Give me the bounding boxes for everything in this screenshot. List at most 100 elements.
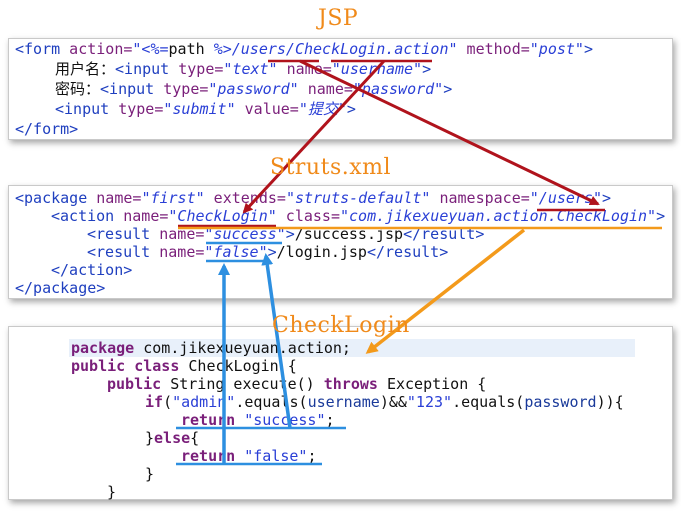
input-tag: <input — [55, 100, 110, 118]
exception-type: Exception { — [377, 375, 487, 393]
extends-value: "struts-default" — [285, 189, 431, 207]
paren: ( — [163, 393, 173, 411]
class-keyword: class — [125, 357, 180, 375]
struts-line-result-false: <result name="false">/login.jsp</result> — [87, 242, 448, 262]
tag-end: > — [583, 40, 593, 58]
public-keyword: public — [107, 375, 162, 393]
tag-end: > — [285, 225, 295, 243]
class-arrow — [365, 228, 526, 354]
result-path: /login.jsp — [276, 243, 367, 261]
action-tag: <action — [51, 207, 115, 225]
class-name: CheckLogin { — [179, 357, 297, 375]
password-label: 密码： — [55, 80, 101, 98]
type-attr: type= — [169, 60, 224, 78]
admin-string: "admin" — [172, 393, 236, 411]
jsp-line-form-close: </form> — [15, 120, 79, 138]
type-value: "submit" — [163, 100, 236, 118]
semicolon: ; — [325, 411, 335, 429]
result-tag: <result — [87, 225, 151, 243]
java-line-brace-end: } — [107, 483, 117, 501]
name-value: "first" — [141, 189, 205, 207]
java-line-package: package com.jikexueyuan.action; — [71, 338, 351, 358]
brace: } — [145, 429, 155, 447]
return-keyword: return — [181, 411, 236, 429]
name-attr: name= — [150, 243, 205, 261]
package-name: com.jikexueyuan.action; — [134, 339, 351, 357]
method-value: "post" — [529, 40, 584, 58]
type-value: "text" — [223, 60, 278, 78]
result-tag: <result — [87, 243, 151, 261]
namespace-arrow — [299, 59, 600, 206]
username-label: 用户名： — [55, 60, 116, 78]
line-highlight — [69, 339, 635, 357]
result-close-tag: </result> — [366, 243, 449, 261]
value-attr: value= — [235, 100, 299, 118]
tag-end: > — [346, 100, 356, 118]
action-uri: /users/CheckLogin.action" — [231, 40, 458, 58]
false-string: "false" — [235, 447, 308, 465]
namespace-attr: namespace= — [430, 189, 530, 207]
package-tag: <package — [15, 189, 88, 207]
java-line-return-false: return "false"; — [181, 446, 316, 466]
result-close-tag: </result> — [403, 225, 485, 243]
else-keyword: else — [154, 429, 191, 447]
jsp-line-password: 密码：<input type="password" name="password… — [55, 79, 452, 99]
struts-xml-panel: <package name="first" extends="struts-de… — [8, 185, 673, 299]
username-var: username — [307, 393, 380, 411]
result-path: /success.jsp — [294, 225, 404, 243]
action-arrow — [242, 59, 386, 214]
tag-end: > — [443, 80, 453, 98]
action-attr: action= — [60, 40, 133, 58]
jsp-title: JSP — [318, 6, 359, 31]
tag-end: > — [656, 207, 666, 225]
name-attr: name= — [277, 60, 332, 78]
paren-close: )){ — [596, 393, 624, 411]
name-attr: name= — [298, 80, 353, 98]
struts-line-action: <action name="CheckLogin" class="com.jik… — [51, 206, 665, 226]
namespace-value: "/users" — [529, 189, 603, 207]
name-attr: name= — [87, 189, 142, 207]
semicolon: ; — [307, 447, 317, 465]
input-tag: <input — [100, 80, 155, 98]
type-attr: type= — [154, 80, 209, 98]
password-string: "123" — [406, 393, 453, 411]
java-line-brace: } — [145, 465, 155, 483]
checklogin-java-panel: package com.jikexueyuan.action; public c… — [8, 326, 673, 501]
input-tag: <input — [115, 60, 170, 78]
tag-end: > — [267, 243, 277, 261]
public-keyword: public — [71, 357, 126, 375]
java-line-return-success: return "success"; — [181, 410, 335, 430]
struts-line-package: <package name="first" extends="struts-de… — [15, 188, 611, 208]
name-attr: name= — [150, 225, 205, 243]
type-attr: type= — [109, 100, 164, 118]
name-attr: name= — [114, 207, 169, 225]
struts-title: Struts.xml — [270, 155, 392, 180]
jsp-line-form: <form action="<%=path %>/users/CheckLogi… — [15, 39, 593, 59]
equals-call: .equals( — [235, 393, 308, 411]
method-attr: method= — [457, 40, 530, 58]
equals-call: .equals( — [452, 393, 525, 411]
java-line-else: }else{ — [145, 428, 199, 448]
action-path: path — [168, 40, 214, 58]
extends-attr: extends= — [204, 189, 286, 207]
struts-line-action-close: </action> — [51, 261, 133, 279]
name-value: "false" — [204, 243, 268, 261]
brace: { — [190, 429, 200, 447]
java-line-if: if("admin".equals(username)&&"123".equal… — [145, 392, 624, 412]
struts-line-result-success: <result name="success">/success.jsp</res… — [87, 224, 484, 244]
type-value: "password" — [208, 80, 299, 98]
class-attr: class= — [276, 207, 340, 225]
return-keyword: return — [181, 447, 236, 465]
success-string: "success" — [235, 411, 326, 429]
method-signature: String execute() — [161, 375, 324, 393]
jsp-code-panel: <form action="<%=path %>/users/CheckLogi… — [8, 38, 673, 140]
package-keyword: package — [71, 339, 135, 357]
tag-end: > — [422, 60, 432, 78]
class-value: "com.jikexueyuan.action.CheckLogin" — [340, 207, 657, 225]
action-close: %> — [213, 40, 232, 58]
if-keyword: if — [145, 393, 164, 411]
name-value: "success" — [204, 225, 286, 243]
java-line-class: public class CheckLogin { — [71, 356, 297, 376]
form-tag: <form — [15, 40, 61, 58]
